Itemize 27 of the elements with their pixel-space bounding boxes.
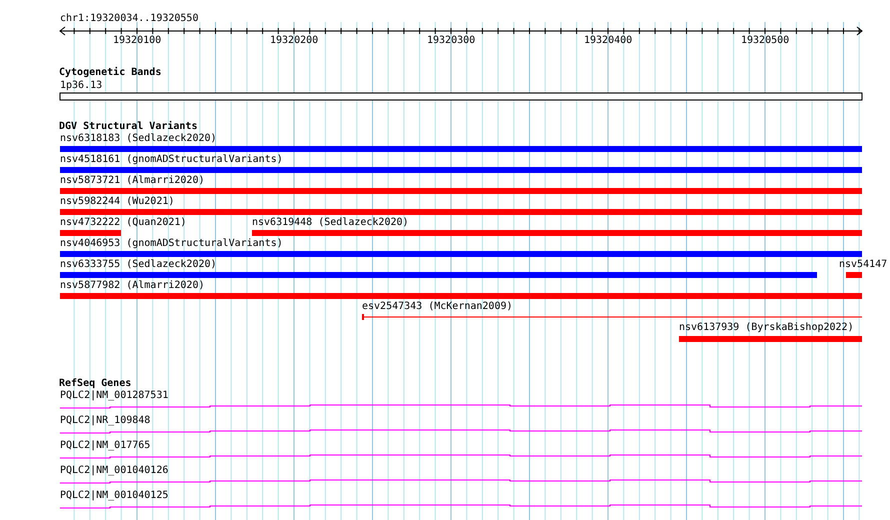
- feature-label: nsv5873721 (Almarri2020): [60, 175, 204, 187]
- gene-label: PQLC2|NM_017765: [60, 440, 150, 452]
- tick-label: 19320100: [113, 35, 162, 47]
- feature-label: nsv6319448 (Sedlazeck2020): [252, 217, 409, 229]
- track-title: Cytogenetic Bands: [59, 67, 162, 79]
- tick-label: 19320500: [741, 35, 790, 47]
- tick-label: 19320400: [584, 35, 632, 47]
- gene-label: PQLC2|NM_001040126: [60, 465, 168, 477]
- feature-label: nsv4518161 (gnomADStructuralVariants): [60, 154, 283, 166]
- feature-label: nsv6333755 (Sedlazeck2020): [60, 259, 217, 271]
- gene-label: PQLC2|NR_109848: [60, 415, 150, 427]
- tick-label: 19320300: [427, 35, 476, 47]
- feature-label: nsv5982244 (Wu2021): [60, 196, 174, 208]
- gene-label: PQLC2|NM_001040125: [60, 490, 168, 502]
- feature-label: esv2547343 (McKernan2009): [362, 301, 513, 313]
- feature-label: nsv6137939 (ByrskaBishop2022): [679, 322, 854, 334]
- feature-label: nsv5877982 (Almarri2020): [60, 280, 204, 292]
- gene-label: PQLC2|NM_001287531: [60, 390, 168, 402]
- feature-label: nsv4046953 (gnomADStructuralVariants): [60, 238, 283, 250]
- position-label: chr1:19320034..19320550: [60, 13, 198, 25]
- tick-label: 19320200: [270, 35, 318, 47]
- feature-label: nsv6318183 (Sedlazeck2020): [60, 133, 217, 145]
- feature-label: nsv4732222 (Quan2021): [60, 217, 186, 229]
- track-title: RefSeq Genes: [59, 378, 132, 390]
- feature-label: nsv54147: [839, 259, 888, 271]
- track-title: DGV Structural Variants: [59, 121, 198, 133]
- band-label: 1p36.13: [60, 80, 102, 92]
